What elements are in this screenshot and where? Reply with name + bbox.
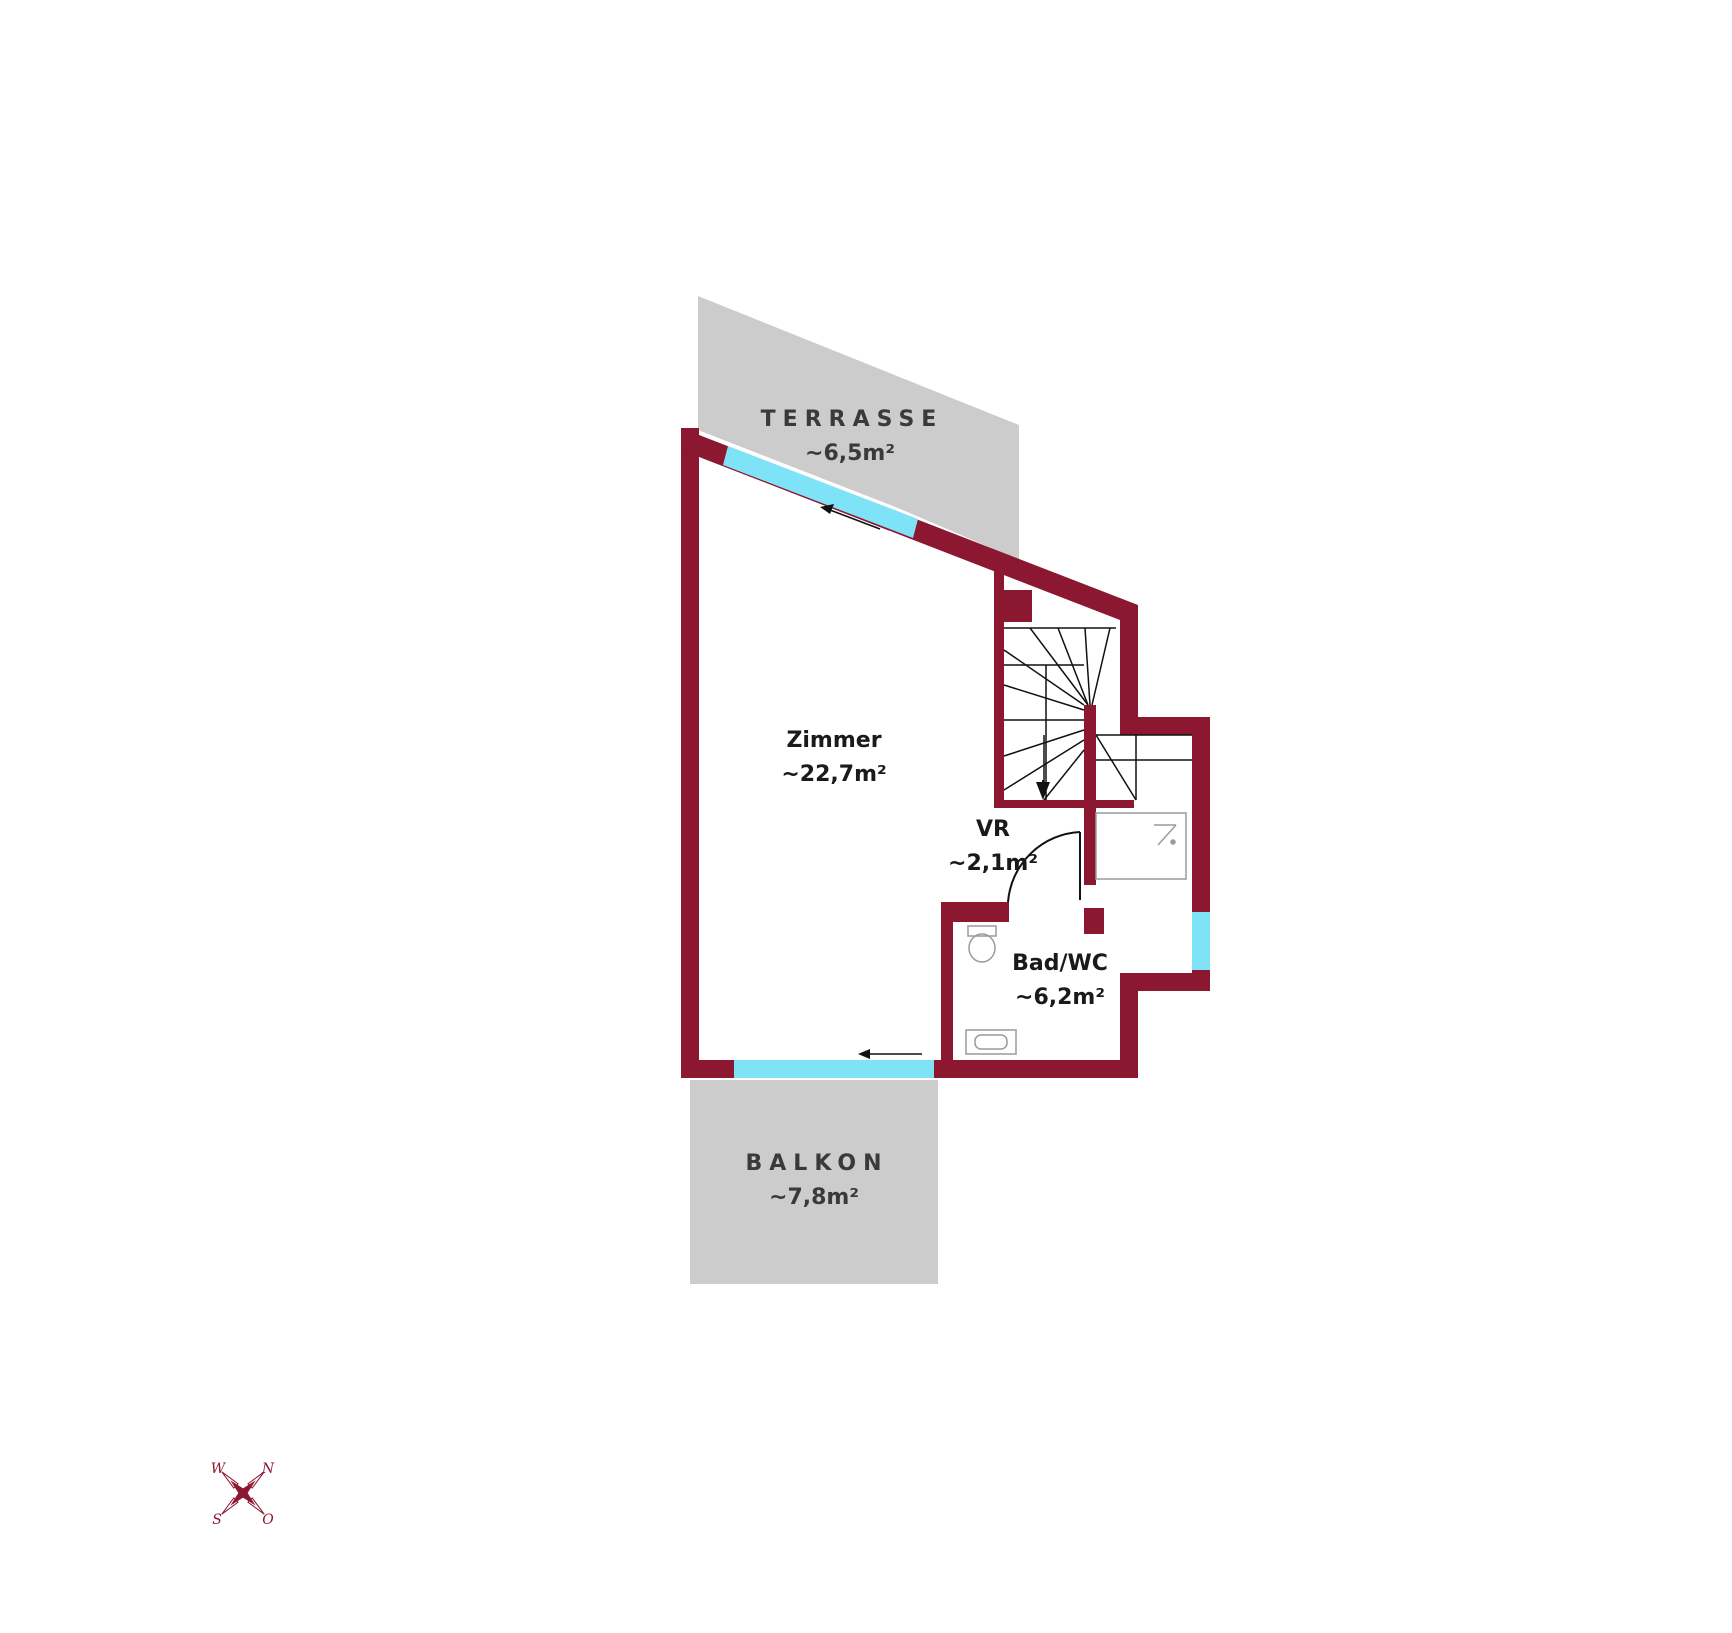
terrasse-area-label: ~6,5m²	[805, 441, 895, 466]
compass-s: S	[212, 1512, 222, 1528]
sink-icon	[965, 1029, 1017, 1055]
compass-rose-icon	[221, 1471, 265, 1515]
compass-n: N	[261, 1461, 275, 1477]
window-terrasse	[723, 446, 918, 538]
bad-area-label: ~6,2m²	[1015, 985, 1105, 1010]
balkon-area-label: ~7,8m²	[769, 1185, 859, 1210]
toilet-icon	[967, 925, 997, 963]
window-bad	[1192, 912, 1210, 970]
compass-w: W	[211, 1461, 227, 1477]
vr-label: VR	[976, 817, 1010, 842]
window-balkon	[734, 1060, 934, 1078]
sliding-arrow-top	[820, 504, 881, 530]
sliding-arrow-bottom	[858, 1049, 922, 1059]
vr-area-label: ~2,1m²	[948, 851, 1038, 876]
shower	[1095, 812, 1187, 880]
compass-o: O	[262, 1512, 274, 1528]
zimmer-label: Zimmer	[786, 728, 881, 753]
door-swing	[1007, 831, 1081, 903]
staircase	[1003, 627, 1192, 801]
zimmer-area-label: ~22,7m²	[781, 762, 886, 787]
bad-label: Bad/WC	[1012, 951, 1108, 976]
terrasse-area	[698, 296, 1019, 560]
terrasse-label: TERRASSE	[761, 407, 944, 432]
stair-arrow-icon	[1036, 780, 1050, 800]
balkon-area	[690, 1080, 938, 1284]
balkon-label: BALKON	[746, 1151, 889, 1176]
